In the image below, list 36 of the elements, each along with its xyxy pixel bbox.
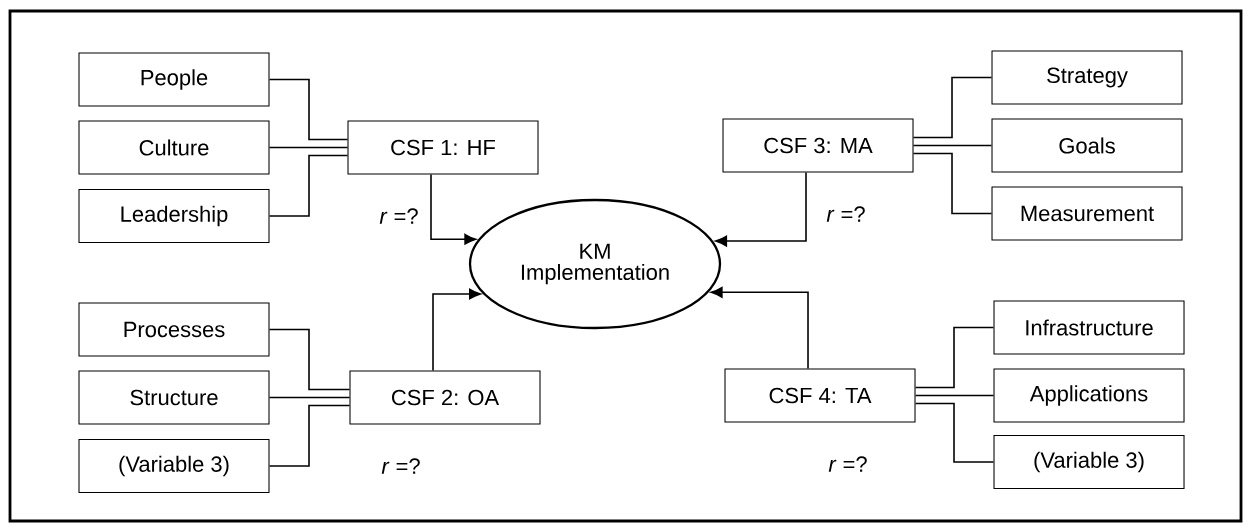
- edge-label: r =?: [824, 204, 868, 224]
- box: Applications: [993, 368, 1185, 423]
- connector-line: [268, 328, 351, 391]
- arrow: [715, 171, 807, 247]
- box: CSF 2: OA: [349, 370, 541, 425]
- box: CSF 4: TA: [724, 368, 916, 423]
- arrow: [710, 286, 809, 370]
- connector-line: [914, 394, 995, 397]
- box: Culture: [78, 120, 270, 175]
- box: Infrastructure: [993, 300, 1185, 355]
- arrow: [430, 173, 477, 245]
- edge-label: r =?: [377, 206, 421, 226]
- box: People: [78, 52, 270, 107]
- connector-line: [912, 76, 993, 139]
- box: CSF 3: MA: [722, 118, 914, 173]
- box: CSF 1: HF: [347, 120, 539, 175]
- connector-line: [914, 402, 995, 463]
- box: (Variable 3): [993, 435, 1185, 490]
- connector-line: [912, 152, 993, 215]
- box: Measurement: [991, 186, 1183, 241]
- connector-line: [912, 144, 993, 147]
- box: Structure: [78, 370, 270, 425]
- box: Processes: [78, 302, 270, 357]
- edge-label: r =?: [379, 456, 423, 476]
- connector-line: [268, 396, 351, 399]
- connector-line: [268, 404, 351, 467]
- box: (Variable 3): [78, 439, 270, 494]
- arrow: [432, 288, 481, 372]
- connector-line: [268, 154, 349, 217]
- box: Strategy: [991, 50, 1183, 105]
- box: Goals: [991, 118, 1183, 173]
- box: Leadership: [78, 189, 270, 244]
- connector-line: [268, 78, 349, 141]
- edge-label: r =?: [826, 454, 870, 474]
- connector-line: [914, 326, 995, 389]
- connector-line: [268, 146, 349, 149]
